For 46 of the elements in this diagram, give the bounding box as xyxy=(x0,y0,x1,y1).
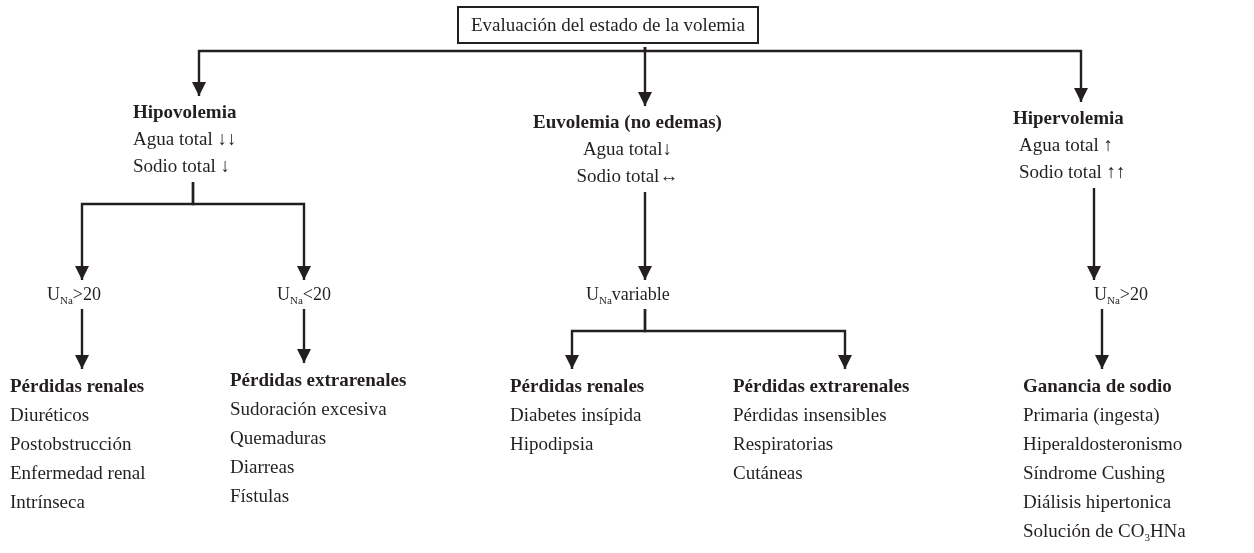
heading-text: Pérdidas extrarenales xyxy=(733,374,910,398)
item-text: Sudoración excesiva xyxy=(230,397,387,421)
item-text: Primaria (ingesta) xyxy=(1023,403,1160,427)
arrow xyxy=(643,309,852,369)
arrow xyxy=(638,192,652,280)
condition-label: U$_{Na}$variable xyxy=(586,283,670,306)
item-text: Sodio total↔ xyxy=(576,164,679,188)
item-text: Pérdidas insensibles xyxy=(733,403,887,427)
item-text: Solución de CO$_{3}$HNa xyxy=(1023,519,1186,545)
heading-text: Euvolemia (no edemas) xyxy=(533,110,722,134)
item-text: Quemaduras xyxy=(230,426,327,450)
item-text: Respiratorias xyxy=(733,432,834,456)
item-text: Agua total ↓↓ xyxy=(133,127,237,151)
arrow xyxy=(75,309,89,369)
arrow xyxy=(1095,309,1109,369)
arrow xyxy=(1087,188,1101,280)
heading-text: Pérdidas renales xyxy=(10,374,145,398)
title-box xyxy=(457,6,759,44)
heading-text: Pérdidas extrarenales xyxy=(230,368,407,392)
item-text: Cutáneas xyxy=(733,461,803,485)
heading-text: Hipervolemia xyxy=(1013,106,1124,130)
heading-text: Ganancia de sodio xyxy=(1023,374,1172,398)
item-text: Enfermedad renal xyxy=(10,461,146,485)
item-text: Diarreas xyxy=(230,455,295,479)
item-text: Agua total↓ xyxy=(582,137,673,161)
item-text: Síndrome Cushing xyxy=(1023,461,1165,485)
item-text: Diuréticos xyxy=(10,403,90,427)
item-text: Hipodipsia xyxy=(510,432,594,456)
arrow xyxy=(643,46,1088,102)
title-text: Evaluación del estado de la volemia xyxy=(471,13,745,37)
item-text: Agua total ↑ xyxy=(1018,133,1113,157)
item-text: Intrínseca xyxy=(10,490,85,514)
item-text: Diálisis hipertonica xyxy=(1023,490,1172,514)
item-text: Sodio total ↑↑ xyxy=(1018,160,1126,184)
arrow xyxy=(191,182,311,280)
heading-text: Pérdidas renales xyxy=(510,374,645,398)
heading-text: Hipovolemia xyxy=(133,100,237,124)
item-text: Diabetes insípida xyxy=(510,403,642,427)
condition-label: U$_{Na}$<20 xyxy=(277,283,331,306)
item-text: Postobstrucción xyxy=(10,432,132,456)
item-text: Hiperaldosteronismo xyxy=(1023,432,1183,456)
arrow xyxy=(297,309,311,363)
condition-label: U$_{Na}$>20 xyxy=(1094,283,1148,306)
condition-label: U$_{Na}$>20 xyxy=(47,283,101,306)
item-text: Sodio total ↓ xyxy=(133,154,231,178)
item-text: Fístulas xyxy=(230,484,290,508)
